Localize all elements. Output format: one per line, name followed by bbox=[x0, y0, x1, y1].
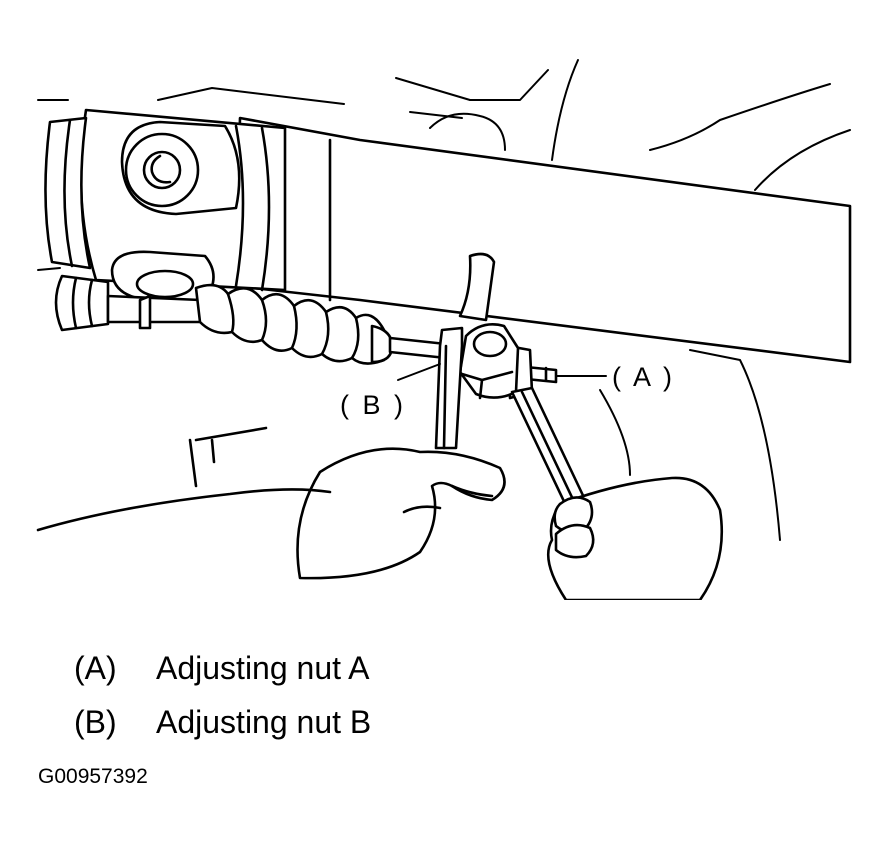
adjusting-nut-b bbox=[458, 323, 520, 400]
legend-item-a: (A) Adjusting nut A bbox=[74, 648, 369, 688]
callout-label-b: ( B ) bbox=[340, 390, 406, 420]
legend-key-b: (B) bbox=[74, 704, 117, 740]
hands bbox=[36, 426, 724, 600]
callout-label-a: ( A ) bbox=[612, 362, 675, 392]
universal-joint bbox=[44, 108, 287, 302]
legend-item-b: (B) Adjusting nut B bbox=[74, 702, 371, 742]
figure-id: G00957392 bbox=[38, 765, 148, 788]
rubber-boot bbox=[194, 283, 394, 365]
wrench-b bbox=[434, 326, 464, 450]
bracket bbox=[458, 252, 496, 322]
legend-key-a: (A) bbox=[74, 650, 117, 686]
legend-label-b: Adjusting nut B bbox=[156, 704, 372, 740]
wrench-a bbox=[510, 386, 590, 516]
background-contours bbox=[37, 59, 851, 541]
legend-label-a: Adjusting nut A bbox=[156, 650, 370, 686]
adjusting-nuts-illustration: ( A ) ( B ) bbox=[36, 59, 852, 600]
tie-rod bbox=[388, 336, 448, 360]
leader-line-b bbox=[397, 363, 441, 381]
tie-rod-end bbox=[54, 274, 202, 332]
